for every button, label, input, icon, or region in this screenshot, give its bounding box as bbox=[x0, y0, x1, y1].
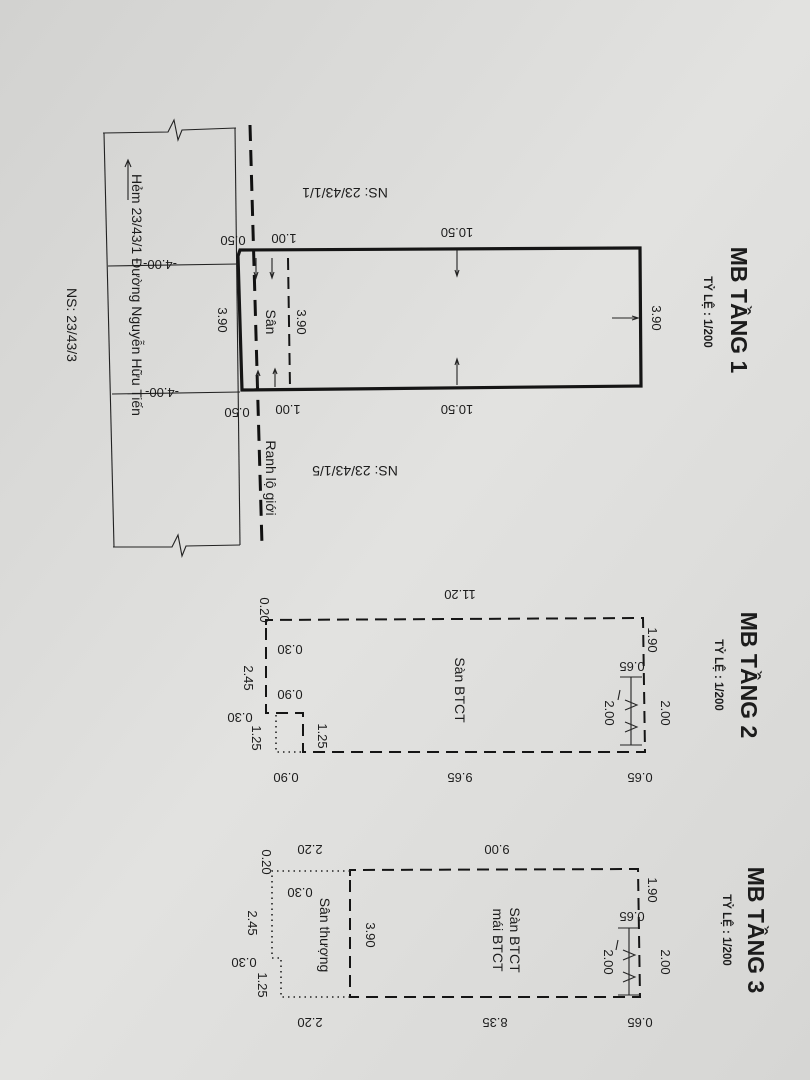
floor2-title: MB TẦNG 2 bbox=[736, 612, 763, 739]
stair-icon bbox=[615, 927, 640, 996]
floor1-plan: MB TẦNG 1 TỶ LỆ : 1/200 NS: 23/43/1/1 NS… bbox=[64, 118, 753, 558]
road-top-break-line bbox=[102, 118, 237, 142]
floor2-outline bbox=[265, 616, 647, 753]
neighbor-top: NS: 23/43/1/1 bbox=[302, 185, 388, 201]
dim-offset1: 0.30 bbox=[277, 642, 302, 657]
dim-road-top: -4.00- bbox=[143, 257, 177, 272]
floor2-plan: MB TẦNG 2 TỶ LỆ : 1/200 Sàn BTCT 11.20 0… bbox=[227, 587, 763, 785]
dim-offset2: 0.90 bbox=[277, 687, 302, 702]
street-name: Hẻm 23/43/1 Đường Nguyễn Hữu Tiến bbox=[129, 174, 145, 416]
dim-width-front: 3.90 bbox=[215, 307, 230, 332]
floor3-title: MB TẦNG 3 bbox=[743, 867, 770, 994]
floor3-slab-line1: Sàn BTCT bbox=[507, 907, 523, 973]
dim-offset2: 0.30 bbox=[231, 955, 256, 970]
dim-length-bottom: 10.50 bbox=[441, 402, 474, 417]
boundary-label: Ranh lộ giới bbox=[263, 440, 279, 515]
dim-stair-top: 1.90 bbox=[645, 877, 660, 902]
dim-top-left: 2.20 bbox=[297, 842, 322, 857]
road-right-edge bbox=[234, 127, 241, 546]
dim-stair-outer: 2.00 bbox=[658, 949, 673, 974]
dim-stair-gap: 0.65 bbox=[619, 659, 644, 674]
dim-yard-top: 1.00 bbox=[271, 231, 296, 246]
floor3-dimensions: 2.20 9.00 0.20 0.30 2.45 0.30 1.25 3.90 … bbox=[231, 842, 673, 1030]
dim-bottom-right: 0.65 bbox=[627, 1015, 652, 1030]
floor3-scale: TỶ LỆ : 1/200 bbox=[720, 894, 733, 966]
floor3-slab-line2: mái BTCT bbox=[490, 909, 506, 972]
dim-bottom-mid: 9.65 bbox=[447, 770, 472, 785]
dim-width: 3.90 bbox=[363, 922, 378, 947]
floor2-dimensions: 11.20 0.20 0.30 2.45 0.90 0.30 1.25 1.25… bbox=[227, 587, 673, 785]
dim-width-back: 3.90 bbox=[649, 305, 664, 330]
floor3-plan: MB TẦNG 3 TỶ LỆ : 1/200 Sàn BTCT mái BTC… bbox=[231, 842, 770, 1030]
dim-top-mid: 9.00 bbox=[484, 842, 509, 857]
neighbor-bottom: NS: 23/43/1/5 bbox=[312, 463, 398, 479]
dim-offset1: 0.30 bbox=[287, 885, 312, 900]
floor2-scale: TỶ LỆ : 1/200 bbox=[712, 639, 725, 711]
dim-notch: 1.25 bbox=[255, 972, 270, 997]
dim-bottom-right: 0.65 bbox=[627, 770, 652, 785]
dim-corner: 0.20 bbox=[259, 849, 274, 874]
road-dim-line-top bbox=[107, 263, 239, 267]
dim-notch-outer: 1.25 bbox=[249, 725, 264, 750]
dim-corner: 0.20 bbox=[257, 597, 272, 622]
yard-line bbox=[287, 257, 291, 389]
dim-bottom-left: 2.20 bbox=[297, 1015, 322, 1030]
dim-road-bottom: -4.00- bbox=[145, 385, 179, 400]
yard-label: Sân bbox=[263, 310, 279, 335]
dim-offset3: 0.30 bbox=[227, 710, 252, 725]
dim-stair-top: 1.90 bbox=[645, 627, 660, 652]
floor2-notch-dotted bbox=[275, 715, 303, 753]
floor1-dimensions: 10.50 10.50 3.90 3.90 3.90 1.00 1.00 0.5… bbox=[143, 225, 664, 420]
road-bottom-break-line bbox=[113, 533, 241, 558]
dim-width-yard: 3.90 bbox=[294, 309, 309, 334]
floor1-scale: TỶ LỆ : 1/200 bbox=[701, 276, 714, 348]
dim-yard-bottom: 1.00 bbox=[275, 402, 300, 417]
dim-side: 2.45 bbox=[241, 665, 256, 690]
terrace-label: Sân thượng bbox=[317, 898, 333, 973]
dim-bottom-left: 0.90 bbox=[273, 770, 298, 785]
neighbor-left: NS: 23/43/3 bbox=[64, 288, 80, 362]
dim-stair-gap: 0.65 bbox=[619, 909, 644, 924]
dim-side: 2.45 bbox=[245, 910, 260, 935]
floor1-outline bbox=[236, 246, 643, 392]
dimension-arrows bbox=[124, 158, 640, 387]
floor2-slab-label: Sàn BTCT bbox=[452, 657, 468, 723]
dim-stair-outer: 2.00 bbox=[658, 700, 673, 725]
dim-stair-inner: 2.00 bbox=[601, 949, 616, 974]
dim-stair-inner: 2.00 bbox=[602, 700, 617, 725]
boundary-line bbox=[248, 124, 264, 546]
stair-icon bbox=[617, 676, 642, 746]
dim-notch-inner: 1.25 bbox=[315, 723, 330, 748]
dim-setback-bottom: 0.50 bbox=[224, 405, 249, 420]
road-left-edge bbox=[103, 132, 115, 548]
road-dim-line-bottom bbox=[111, 391, 241, 395]
dim-length-top: 10.50 bbox=[441, 225, 474, 240]
floor1-title: MB TẦNG 1 bbox=[726, 247, 753, 374]
dim-setback-top: 0.50 bbox=[220, 233, 245, 248]
dim-length-top: 11.20 bbox=[444, 587, 476, 602]
dim-bottom-mid: 8.35 bbox=[482, 1015, 507, 1030]
